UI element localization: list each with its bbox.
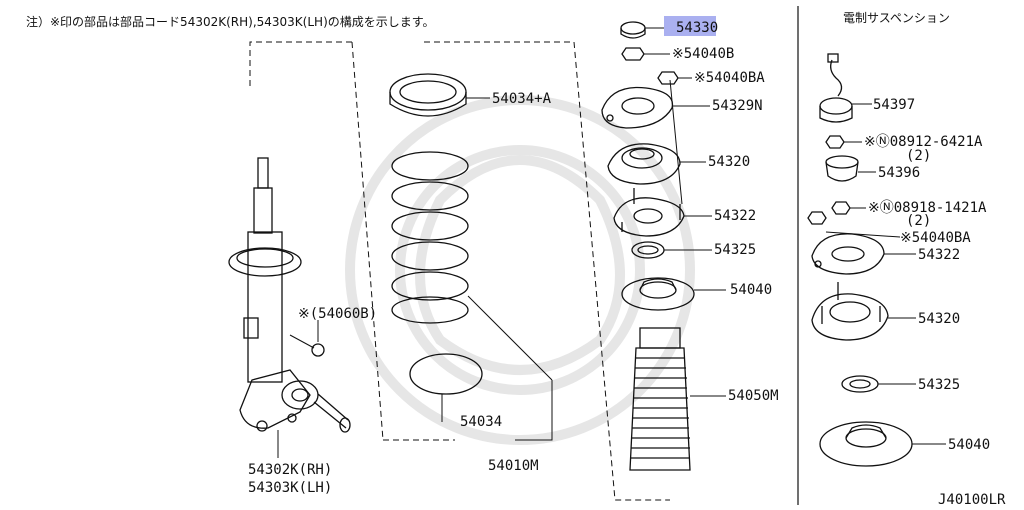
mounting-plate-icon <box>601 86 674 129</box>
spring-insulator-icon <box>409 353 483 395</box>
figure-code: J40100LR <box>938 492 1006 508</box>
header-note: 注）※印の部品は部品コード54302K(RH),54303K(LH)の構成を示し… <box>26 14 435 29</box>
label-54060b: ※(54060B) <box>298 306 377 322</box>
label-54034: 54034 <box>460 414 502 430</box>
label-54034-a: 54034+A <box>492 91 552 107</box>
label-54322-right: 54322 <box>918 247 960 263</box>
watermark <box>345 95 695 445</box>
label-54040ba-top: ※54040BA <box>694 70 765 86</box>
coil-spring-icon <box>391 151 469 324</box>
label-08912-6421a: ※Ⓝ08912-6421A <box>864 134 983 150</box>
label-08918-qty: (2) <box>906 213 931 229</box>
right-section-title: 電制サスペンション <box>843 11 950 25</box>
strut-mount-icon <box>607 143 681 185</box>
strut-assembly-icon <box>228 157 351 433</box>
label-54320-right: 54320 <box>918 311 960 327</box>
label-54040b: ※54040B <box>672 46 734 62</box>
nut-icon <box>657 71 679 85</box>
label-54302k-rh: 54302K(RH) <box>248 462 332 478</box>
label-54325-right: 54325 <box>918 377 960 393</box>
label-54396: 54396 <box>878 165 920 181</box>
actuator-cover-icon <box>825 155 859 182</box>
nut-icon <box>831 201 851 215</box>
label-54040-right: 54040 <box>948 437 990 453</box>
nut-icon <box>807 211 827 225</box>
nut-icon <box>621 47 645 61</box>
label-08912-qty: (2) <box>906 148 931 164</box>
spring-seat-icon <box>389 73 467 117</box>
label-54010m: 54010M <box>488 458 539 474</box>
dust-boot-icon <box>629 327 691 471</box>
actuator-icon <box>819 53 853 123</box>
dust-cap-icon <box>620 21 646 39</box>
highlight-54330 <box>664 16 716 36</box>
nut-icon <box>825 135 845 149</box>
label-54320-mid: 54320 <box>708 154 750 170</box>
mount-plate-icon <box>811 233 885 275</box>
label-54330[interactable]: 54330 <box>676 20 718 36</box>
label-54050m: 54050M <box>728 388 779 404</box>
strut-mount-icon <box>811 282 889 341</box>
label-08918-1421a: ※Ⓝ08918-1421A <box>868 200 987 216</box>
label-54303k-lh: 54303K(LH) <box>248 480 332 496</box>
label-54322-mid: 54322 <box>714 208 756 224</box>
bound-bumper-seat-icon <box>621 277 695 311</box>
bound-bumper-seat-icon <box>819 421 913 467</box>
bearing-icon <box>841 375 879 393</box>
label-54325-mid: 54325 <box>714 242 756 258</box>
strut-assembly-bracket <box>249 41 670 501</box>
label-54040-mid: 54040 <box>730 282 772 298</box>
label-54040ba-right: ※54040BA <box>900 230 971 246</box>
label-54397: 54397 <box>873 97 915 113</box>
label-54329n: 54329N <box>712 98 763 114</box>
